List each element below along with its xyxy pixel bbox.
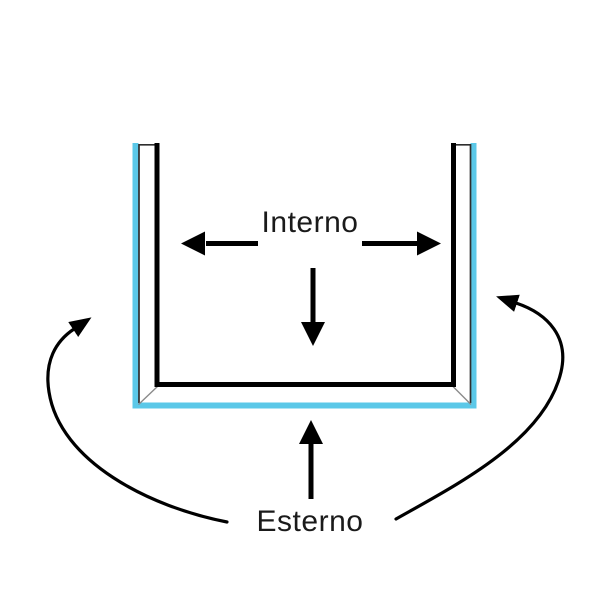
channel-wall-outline (138, 143, 472, 403)
exterior-curved-arrow-right (394, 294, 565, 521)
interior-label: Interno (262, 206, 359, 239)
exterior-arrow-up (299, 420, 323, 499)
exterior-highlight-line (132, 143, 477, 409)
interior-arrow-down-head (301, 322, 325, 346)
exterior-label: Esterno (257, 505, 364, 538)
exterior-curved-arrow-left (46, 317, 229, 524)
interior-surface-line (154, 143, 456, 387)
interior-arrow-right (362, 231, 441, 256)
interior-arrow-down (301, 268, 325, 346)
exterior-arrow-up-head (299, 420, 323, 444)
interior-arrow-left (181, 231, 258, 256)
interior-arrow-left-head (181, 231, 205, 256)
corner-miter-edges (138, 384, 472, 406)
interior-arrow-right-head (417, 231, 441, 256)
